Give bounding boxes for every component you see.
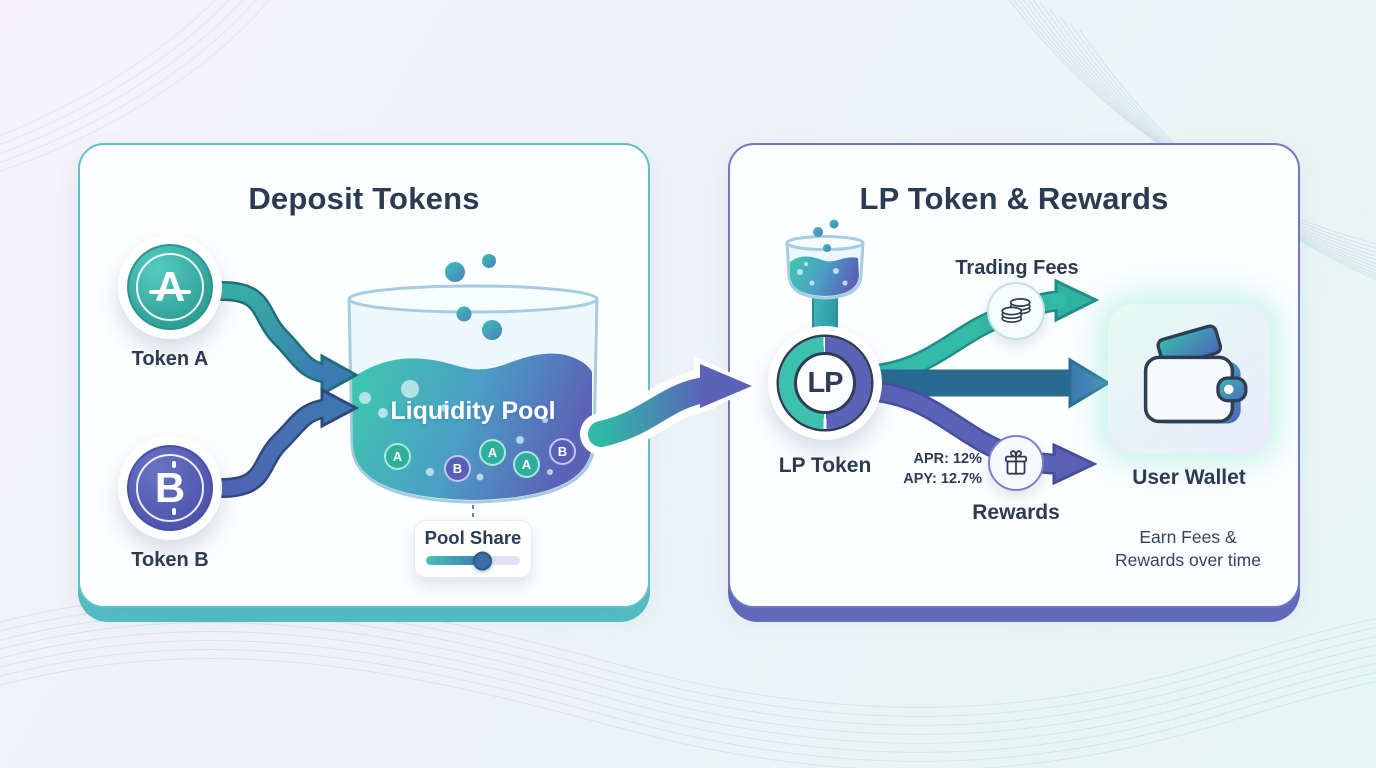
- pool-share-slider[interactable]: [426, 551, 520, 570]
- wallet-caption-line2: Rewards over time: [1115, 550, 1261, 570]
- wallet-icon: [1143, 324, 1248, 424]
- token-a-symbol: A: [148, 263, 192, 310]
- rewards-label: Rewards: [972, 501, 1060, 524]
- pool-share-label: Pool Share: [424, 527, 522, 548]
- apr-apy-block: APR: 12% APY: 12.7%: [876, 449, 982, 489]
- pool-coin: A: [384, 443, 411, 470]
- wallet-card: [1108, 304, 1270, 454]
- coins-stack-icon: [1001, 298, 1031, 323]
- pool-coin: A: [513, 451, 540, 478]
- pool-share-slider-fill: [426, 556, 483, 565]
- lp-token-symbol: LP: [807, 366, 843, 399]
- deposit-panel-title: Deposit Tokens: [248, 181, 480, 216]
- liquidity-pool-label: Liquidity Pool: [390, 397, 556, 425]
- token-b-symbol: B: [154, 461, 186, 515]
- token-b-label: Token B: [131, 549, 209, 571]
- trading-fees-label: Trading Fees: [955, 257, 1079, 279]
- user-wallet-label: User Wallet: [1132, 466, 1246, 489]
- token-a-label: Token A: [131, 348, 209, 370]
- rewards-panel-title: LP Token & Rewards: [859, 181, 1169, 216]
- pool-coin: B: [444, 455, 471, 482]
- wallet-caption-line1: Earn Fees &: [1139, 527, 1237, 547]
- lp-token-label: LP Token: [778, 454, 872, 477]
- pool-share-slider-knob[interactable]: [473, 551, 493, 570]
- token-b-coin: B: [118, 436, 222, 540]
- lp-token-ring: LP: [779, 337, 871, 429]
- pool-coin: A: [479, 439, 506, 466]
- trading-fees-circle: [987, 282, 1045, 340]
- pool-share-card: Pool Share: [414, 520, 532, 578]
- pool-coin: B: [549, 438, 576, 465]
- wallet-caption: Earn Fees & Rewards over time: [1088, 526, 1288, 572]
- apy-text: APY: 12.7%: [903, 471, 982, 487]
- lp-token-coin: LP: [768, 326, 882, 440]
- apr-text: APR: 12%: [913, 451, 983, 467]
- gift-icon: [1004, 450, 1028, 475]
- rewards-circle: [988, 435, 1044, 491]
- token-a-coin: A: [118, 235, 222, 339]
